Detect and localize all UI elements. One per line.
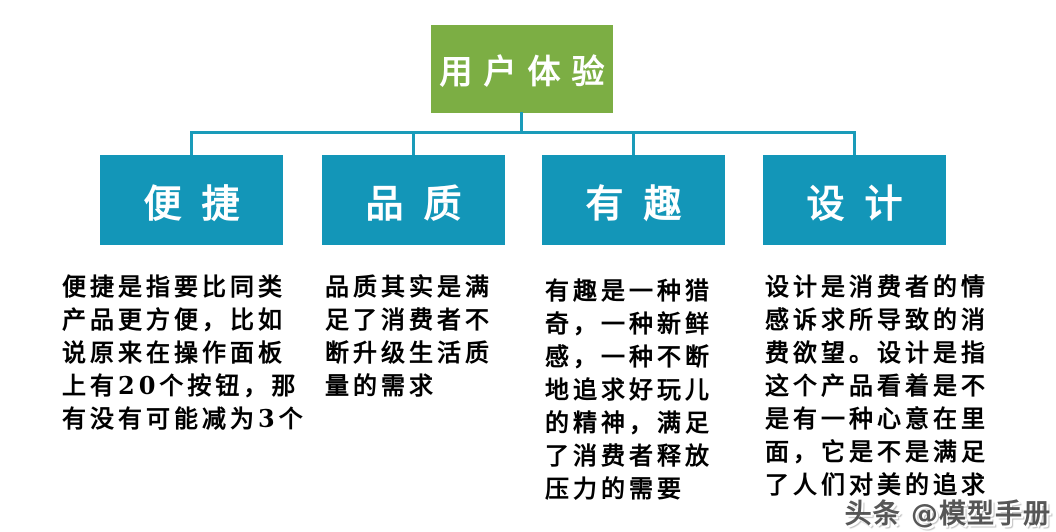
branch-node-fun: 有趣 — [542, 155, 725, 245]
description-design: 设计是消费者的情 感诉求所导致的消 费欲望。设计是指 这个产品看着是不 是有一种… — [765, 272, 989, 499]
description-quality: 品质其实是满 足了消费者不 断升级生活质 量的需求 — [325, 272, 493, 400]
branch-node-quality: 品质 — [322, 155, 505, 245]
connector-drop-2 — [412, 131, 415, 155]
branch-node-design-label: 设计 — [806, 180, 923, 226]
connector-root-stem — [520, 112, 523, 133]
branch-node-convenience: 便捷 — [100, 155, 283, 245]
root-node-label: 用户体验 — [439, 52, 616, 91]
connector-horizontal-rail — [190, 131, 856, 134]
description-convenience: 便捷是指要比同类 产品更方便，比如 说原来在操作面板 上有20个按钮，那 有没有… — [62, 272, 307, 433]
toutiao-watermark: 头条 @模型手册 — [844, 499, 1051, 530]
root-node-user-experience: 用户体验 — [431, 25, 613, 113]
branch-node-design: 设计 — [763, 155, 946, 245]
connector-drop-1 — [190, 131, 193, 155]
description-fun: 有趣是一种猎 奇，一种新鲜 感，一种不断 地追求好玩儿 的精神，满足 了消费者释… — [545, 276, 713, 503]
branch-node-convenience-label: 便捷 — [143, 180, 260, 226]
connector-drop-3 — [632, 131, 635, 155]
branch-node-quality-label: 品质 — [365, 180, 482, 226]
branch-node-fun-label: 有趣 — [585, 180, 702, 226]
connector-drop-4 — [853, 131, 856, 155]
